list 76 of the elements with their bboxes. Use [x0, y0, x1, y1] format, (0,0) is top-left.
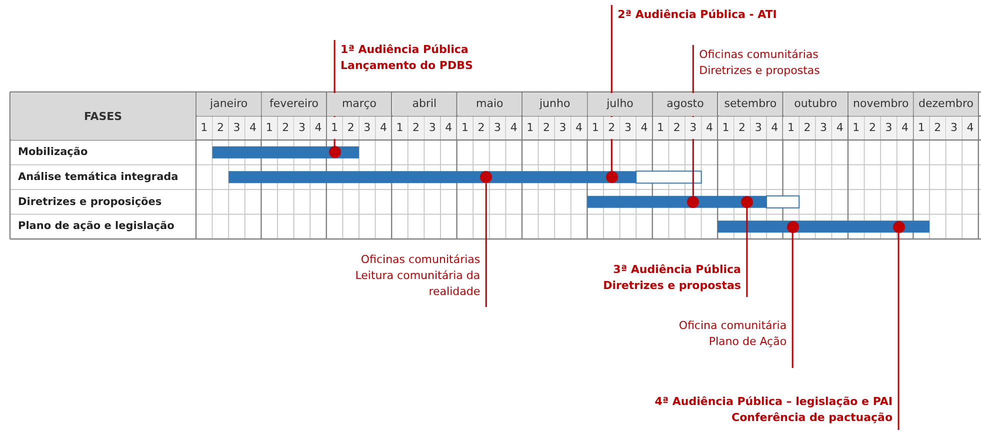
callout-text: 1ª Audiência Pública Lançamento do PDBS: [334, 40, 505, 74]
week-number: 2: [800, 116, 815, 140]
week-number: 1: [848, 116, 864, 140]
week-number: 1: [196, 116, 212, 140]
phase-name: Análise temática integrada: [17, 170, 178, 185]
week-number: 1: [262, 116, 277, 140]
week-number: 1: [327, 116, 342, 140]
week-number: 2: [604, 116, 620, 140]
week-number: 4: [636, 116, 652, 140]
month-header: maio: [458, 93, 522, 116]
callout-text: 4ª Audiência Pública – legislação e PAI Conferência de pactuação: [598, 394, 899, 430]
week-number: 4: [702, 116, 717, 140]
week-number: 3: [360, 116, 375, 140]
week-number: 2: [734, 116, 750, 140]
week-number: 4: [376, 116, 391, 140]
leader-line: [485, 183, 487, 307]
week-number: 1: [653, 116, 668, 140]
week-number: 2: [930, 116, 946, 140]
week-number: 1: [783, 116, 798, 140]
week-number: 4: [572, 116, 587, 140]
week-number: 3: [555, 116, 570, 140]
week-number: 3: [424, 116, 440, 140]
week-number: 3: [750, 116, 766, 140]
month-header: abril: [392, 93, 456, 116]
month-header: agosto: [653, 93, 718, 116]
week-number: 3: [294, 116, 310, 140]
week-number: 4: [310, 116, 326, 140]
week-number: 2: [408, 116, 424, 140]
week-number: 2: [864, 116, 880, 140]
month-header: março: [327, 93, 392, 116]
callout-text: 3ª Audiência Pública Diretrizes e propostas: [566, 262, 747, 297]
month-header: outubro: [784, 93, 848, 116]
callout-text: Oficina comunitária Plano de Ação: [654, 318, 793, 368]
month-header: novembro: [849, 93, 913, 116]
week-number: 1: [914, 116, 929, 140]
week-number: 2: [212, 116, 228, 140]
week-number: 1: [588, 116, 603, 140]
column-header: FASES: [11, 93, 195, 140]
month-header: junho: [523, 93, 587, 116]
month-header: setembro: [718, 93, 782, 116]
phase-name: Mobilização: [17, 145, 88, 160]
week-number: 3: [620, 116, 636, 140]
week-number: 1: [522, 116, 538, 140]
week-number: 2: [538, 116, 554, 140]
week-number: 1: [718, 116, 734, 140]
week-number: 1: [392, 116, 408, 140]
week-number: 2: [474, 116, 489, 140]
week-number: 2: [343, 116, 358, 140]
week-number: 4: [506, 116, 522, 140]
week-number: 3: [490, 116, 506, 140]
week-number: 2: [278, 116, 294, 140]
month-header: dezembro: [914, 93, 978, 116]
week-number: 3: [816, 116, 832, 140]
month-header: janeiro: [197, 93, 261, 116]
week-number: 1: [457, 116, 472, 140]
leader-line: [898, 232, 900, 430]
week-number: 4: [962, 116, 978, 140]
callout-text: 2ª Audiência Pública - ATI: [612, 5, 777, 23]
phase-name: Diretrizes e proposições: [17, 194, 162, 210]
week-number: 4: [246, 116, 261, 140]
phase-name: Plano de ação e legislação: [17, 219, 174, 234]
week-number: 4: [441, 116, 456, 140]
leader-line: [792, 232, 794, 368]
week-number: 4: [832, 116, 848, 140]
callout-text: Oficinas comunitárias Diretrizes e propostas: [693, 45, 858, 79]
week-number: 3: [686, 116, 701, 140]
callout-text: Oficinas comunitárias Leitura comunitária da realidade: [330, 252, 486, 307]
month-header: fevereiro: [262, 93, 326, 116]
week-number: 4: [767, 116, 782, 140]
week-number: 3: [229, 116, 244, 140]
week-number: 4: [898, 116, 913, 140]
week-number: 3: [946, 116, 962, 140]
leader-line: [746, 208, 748, 297]
week-number: 2: [669, 116, 684, 140]
month-header: julho: [588, 93, 652, 116]
week-number: 3: [881, 116, 896, 140]
